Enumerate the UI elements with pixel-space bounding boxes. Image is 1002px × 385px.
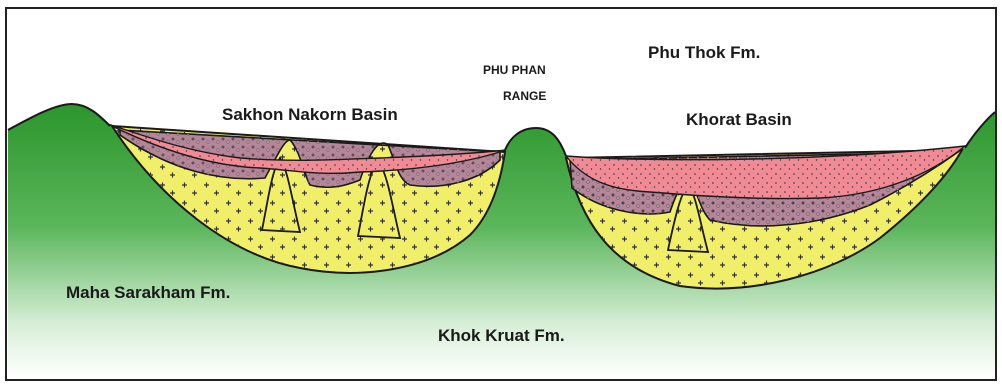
- label-khok-kruat: Khok Kruat Fm.: [438, 326, 565, 345]
- label-phu-phan-2: RANGE: [503, 89, 546, 103]
- label-maha-sarakham: Maha Sarakham Fm.: [66, 283, 230, 302]
- label-khorat-basin: Khorat Basin: [686, 110, 792, 129]
- label-sakhon-nakorn: Sakhon Nakorn Basin: [222, 105, 398, 124]
- label-phu-thok: Phu Thok Fm.: [648, 43, 760, 62]
- label-phu-phan-1: PHU PHAN: [483, 63, 546, 77]
